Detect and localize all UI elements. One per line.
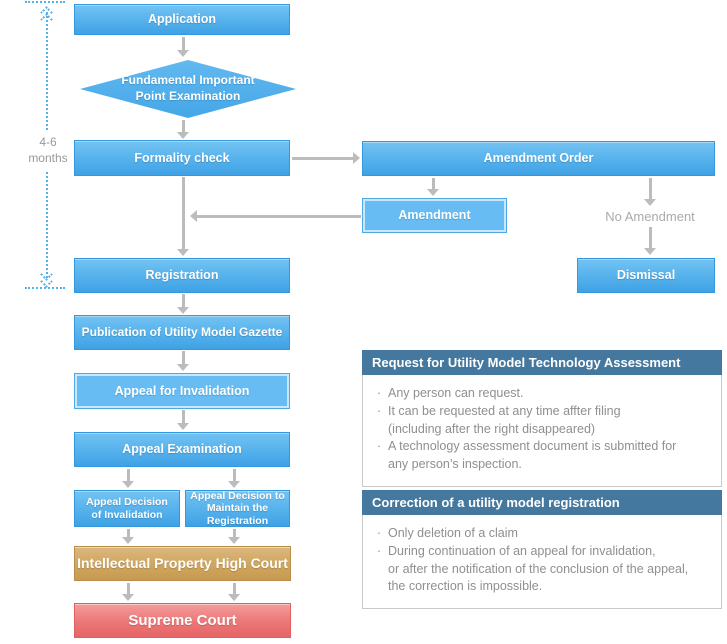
node-decision-maintain: Appeal Decision to Maintain the Registra… [185,490,290,527]
node-appeal-examination: Appeal Examination [74,432,290,467]
node-decision-maintain-line2: Maintain the Registration [206,502,269,527]
info-box-correction-body: · Only deletion of a claim · During cont… [362,515,722,609]
node-supreme-court-label: Supreme Court [128,611,237,629]
info-box-technology-assessment-body: · Any person can request. · It can be re… [362,375,722,487]
arrow-application-to-examination [177,37,189,57]
arrow-court-to-supreme-left [122,583,134,601]
node-dismissal-label: Dismissal [616,268,676,282]
arrow-registration-to-publication [177,294,189,314]
arrow-amendment-return [190,210,361,222]
info-box-technology-assessment-title: Request for Utility Model Technology Ass… [362,350,722,375]
node-appeal-for-invalidation: Appeal for Invalidation [74,373,290,409]
node-formality-check: Formality check [74,140,290,176]
node-amendment-order: Amendment Order [362,141,715,176]
bullet-icon: · [376,543,382,558]
bullet-icon: · [376,386,382,400]
timeline-top-tick [25,1,65,3]
node-dismissal: Dismissal [577,258,715,293]
timeline-span-lower [46,172,48,278]
arrow-examination-to-formality [177,120,189,139]
list-item: · Any person can request. [375,385,709,403]
list-item: · Only deletion of a claim [375,525,709,543]
arrow-formality-to-order [292,152,360,164]
node-ip-high-court-label: Intellectual Property High Court [77,555,288,572]
node-formality-check-label: Formality check [134,150,230,165]
node-application-label: Application [147,12,217,26]
node-appeal-examination-label: Appeal Examination [122,442,242,456]
info-box-correction: Correction of a utility model registrati… [362,490,722,609]
list-item-text: During continuation of an appeal for inv… [388,543,656,558]
list-item-continuation: any person’s inspection. [388,457,522,471]
list-item-text: Only deletion of a claim [388,526,518,540]
arrow-order-to-amendment [427,178,439,196]
list-item: · It can be requested at any time affter… [375,403,709,421]
node-publication-gazette-label: Publication of Utility Model Gazette [81,325,283,340]
list-item-text: It can be requested at any time affter f… [388,403,621,418]
arrow-formality-to-registration [177,177,189,256]
node-registration-label: Registration [145,268,219,282]
no-amendment-label: No Amendment [605,209,695,224]
timeline-bottom-tick [25,287,65,289]
node-fundamental-examination-line1: Fundamental Important [121,73,255,88]
node-appeal-for-invalidation-label: Appeal for Invalidation [114,383,250,398]
arrow-examination-to-decision-left [122,469,134,488]
list-item-continuation: (including after the right disappeared) [388,421,596,436]
node-registration: Registration [74,258,290,293]
list-item-text: A technology assessment document is subm… [388,439,677,454]
info-box-technology-assessment: Request for Utility Model Technology Ass… [362,350,722,487]
node-amendment: Amendment [362,198,507,233]
node-fundamental-examination: Fundamental Important Point Examination [80,60,296,118]
node-publication-gazette: Publication of Utility Model Gazette [74,315,290,350]
list-item: · A technology assessment document is su… [375,438,709,456]
arrow-court-to-supreme-right [228,583,240,601]
bullet-icon: · [376,439,382,454]
info-box-correction-title: Correction of a utility model registrati… [362,490,722,515]
timeline-duration-label: 4-6 months [19,134,77,166]
arrow-decision-left-to-court [122,529,134,544]
node-ip-high-court: Intellectual Property High Court [74,546,291,581]
node-supreme-court: Supreme Court [74,603,291,638]
bullet-icon: · [376,403,382,418]
node-amendment-label: Amendment [398,208,471,222]
arrow-publication-to-appeal [177,351,189,371]
arrow-order-to-no-amendment [644,178,656,206]
list-item-continuation: the correction is impossible. [388,579,543,594]
node-decision-maintain-line1: Appeal Decision to [190,489,285,502]
arrow-appeal-to-examination [177,410,189,430]
list-item: · During continuation of an appeal for i… [375,543,709,561]
node-amendment-order-label: Amendment Order [483,151,594,165]
node-fundamental-examination-line2: Point Examination [135,89,241,103]
node-decision-invalidation: Appeal Decision of Invalidation [74,490,180,527]
list-item-continuation: or after the notification of the conclus… [388,561,689,576]
timeline-duration-unit: months [28,151,68,166]
timeline-duration-value: 4-6 [39,135,57,149]
bullet-icon: · [376,526,382,540]
arrow-examination-to-decision-right [228,469,240,488]
node-application: Application [74,4,290,35]
timeline-span-upper [46,12,48,130]
arrow-no-amendment-to-dismissal [644,227,656,255]
node-decision-invalidation-line2: of Invalidation [91,508,163,521]
node-decision-invalidation-line1: Appeal Decision [86,495,168,508]
list-item-text: Any person can request. [388,386,524,400]
arrow-decision-right-to-court [228,529,240,544]
